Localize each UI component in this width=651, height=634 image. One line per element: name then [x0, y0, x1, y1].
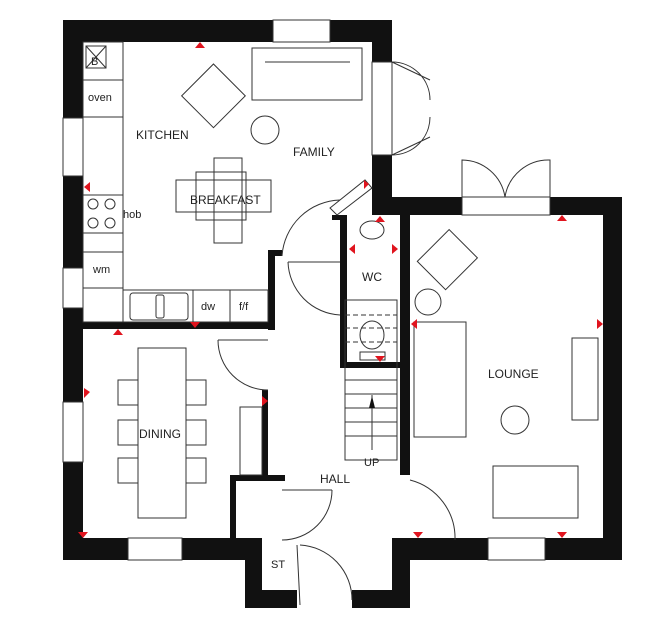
washing-machine-label: wm — [92, 264, 110, 276]
boiler-label: B — [91, 56, 98, 68]
lounge-label: LOUNGE — [488, 367, 539, 381]
kitchen-units — [82, 41, 269, 323]
family-label: FAMILY — [293, 145, 335, 159]
dishwasher-label: dw — [201, 301, 215, 313]
fridge-freezer-label: f/f — [239, 301, 249, 313]
hall-label: HALL — [320, 472, 350, 486]
hob-label: hob — [123, 209, 141, 221]
room-labels: KITCHEN FAMILY BREAKFAST WC LOUNGE DININ… — [88, 56, 539, 571]
wc-label: WC — [362, 270, 382, 284]
store-label: ST — [271, 559, 285, 571]
furniture — [117, 47, 599, 519]
power-markers — [78, 42, 603, 538]
breakfast-label: BREAKFAST — [190, 193, 261, 207]
kitchen-label: KITCHEN — [136, 128, 189, 142]
dining-label: DINING — [139, 427, 181, 441]
stairs-up-label: UP — [364, 457, 379, 469]
oven-label: oven — [88, 92, 112, 104]
interior-walls — [83, 200, 410, 540]
staircase — [344, 299, 398, 461]
windows — [62, 19, 551, 561]
doors — [217, 61, 551, 606]
